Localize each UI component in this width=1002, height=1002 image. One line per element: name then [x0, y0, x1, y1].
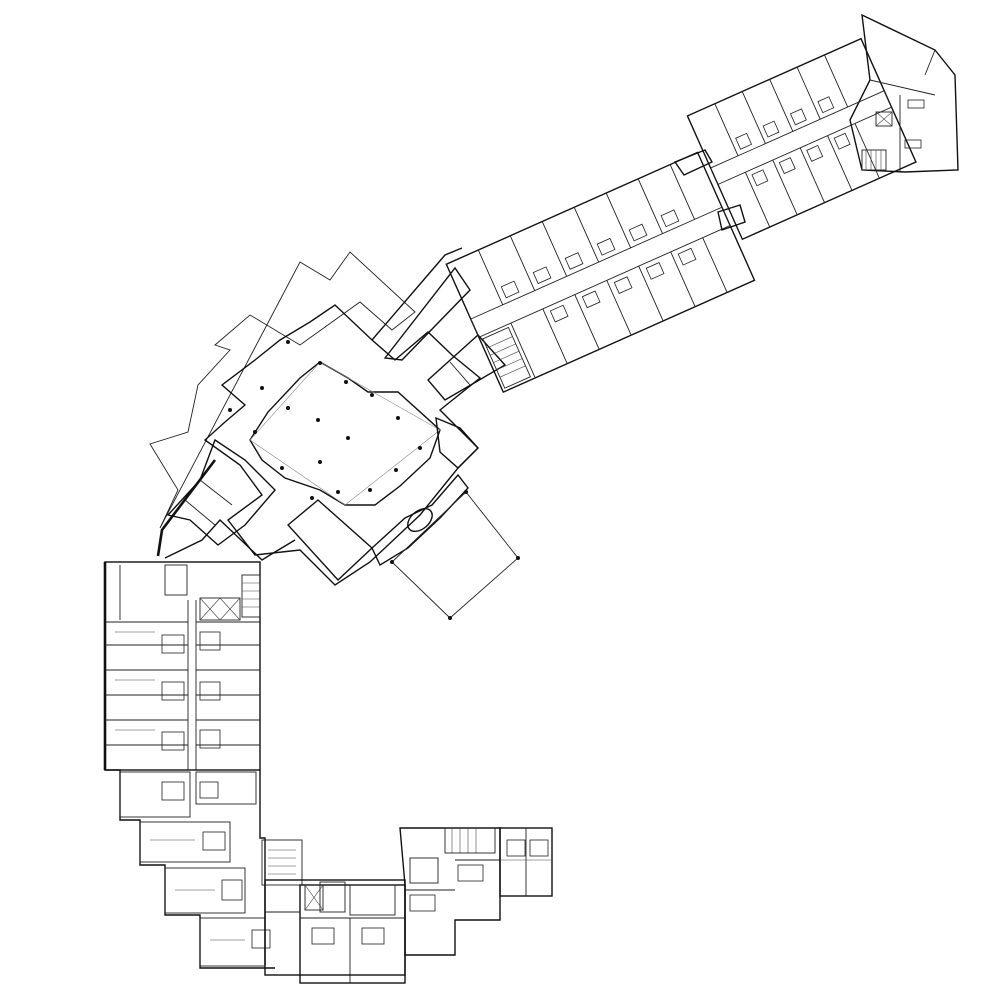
- northeast-wing-b: [686, 37, 917, 241]
- west-wing-elevators: [199, 597, 241, 621]
- tail-room-1: [119, 771, 191, 818]
- ne-end-block: [849, 13, 959, 173]
- tail-inner-step: [259, 770, 266, 965]
- pavilion-south-lobe: [286, 499, 374, 581]
- junction-outline: [264, 879, 406, 976]
- west-wing-right-rooms: [196, 621, 260, 749]
- ne-end-partition: [869, 79, 936, 96]
- northeast-wing-a: [445, 151, 756, 394]
- west-wing-outline: [104, 561, 261, 771]
- ne-wing-b-lower-rooms: [744, 123, 880, 228]
- ne-link-wall-upper: [371, 247, 463, 341]
- link-outer-wall: [156, 459, 217, 557]
- pavilion-skylight: [249, 361, 441, 506]
- ne-wing-b-upper-rooms: [714, 54, 849, 156]
- ne-wing-a-outline: [445, 151, 756, 394]
- south-mid-service: [409, 857, 439, 884]
- tail-room-2: [195, 771, 257, 805]
- south-fixture: [311, 927, 335, 945]
- ne-end-block-outline: [849, 13, 959, 173]
- south-fixture: [506, 839, 526, 857]
- pavilion-roof-outline: [149, 251, 416, 529]
- tail-room-3: [139, 821, 231, 863]
- ne-end-stair: [861, 149, 887, 171]
- canopy-post: [516, 556, 520, 560]
- northeast-link: [371, 247, 507, 401]
- southwest-link: [156, 459, 296, 561]
- south-service-room: [349, 884, 396, 916]
- canopy-post: [464, 490, 468, 494]
- canopy-post: [390, 560, 394, 564]
- central-pavilion: [149, 251, 520, 620]
- ne-wing-bridge-lower: [717, 204, 746, 231]
- ne-link-partition: [449, 361, 471, 386]
- entrance-vestibule: [371, 473, 469, 567]
- tail-room-4: [164, 867, 246, 914]
- ne-wing-a-upper-rooms: [477, 164, 695, 305]
- ne-wing-bridge: [673, 149, 713, 176]
- column-grid: [228, 340, 422, 500]
- pavilion-west-lobe: [166, 438, 276, 546]
- ne-link-wall-lower: [427, 334, 507, 401]
- ne-end-elevator: [875, 111, 893, 127]
- entrance-canopy: [391, 491, 519, 619]
- tail-room-5: [199, 917, 266, 967]
- junction-block: [264, 879, 406, 976]
- west-wing: [103, 561, 261, 771]
- south-wing: [299, 827, 553, 984]
- canopy-post: [448, 616, 452, 620]
- ne-wing-a-lower-rooms: [482, 237, 728, 389]
- south-wing-mid-block: [399, 827, 501, 956]
- ne-end-partition: [924, 49, 936, 76]
- west-wing-stair: [241, 574, 261, 618]
- ne-end-fixture: [907, 99, 925, 109]
- ne-wing-b-corridor: [710, 90, 893, 186]
- pavilion-main-hall: [203, 304, 482, 586]
- west-lobe-partition: [199, 479, 233, 506]
- south-fixture: [529, 839, 549, 857]
- west-lobe-partition-2: [184, 499, 216, 526]
- tail-fixture: [199, 781, 219, 799]
- ne-wing-b-outline: [686, 37, 917, 241]
- junction-elevator: [319, 881, 346, 913]
- ne-wing-a-corridor: [470, 206, 731, 338]
- pavilion-inner-hall: [249, 361, 441, 506]
- tail-fixture: [221, 879, 243, 901]
- tail-stair: [261, 839, 303, 886]
- pavilion-east-lobe: [435, 416, 479, 469]
- tail-fixture: [251, 929, 271, 949]
- south-mid-stair: [444, 827, 496, 854]
- south-elevator: [304, 884, 324, 911]
- west-wing-tail: [105, 769, 303, 969]
- ne-link-wall-mid: [383, 266, 471, 361]
- west-wing-left-rooms: [105, 565, 188, 751]
- south-fixture: [361, 927, 385, 945]
- link-inner-wall: [164, 518, 296, 561]
- tail-fixture: [161, 781, 185, 801]
- tail-fixture: [202, 831, 226, 851]
- south-fixture: [409, 894, 436, 912]
- south-fixture: [457, 864, 484, 882]
- west-wing-service: [164, 564, 188, 596]
- ne-end-fixture: [904, 139, 922, 149]
- revolving-door: [407, 507, 433, 533]
